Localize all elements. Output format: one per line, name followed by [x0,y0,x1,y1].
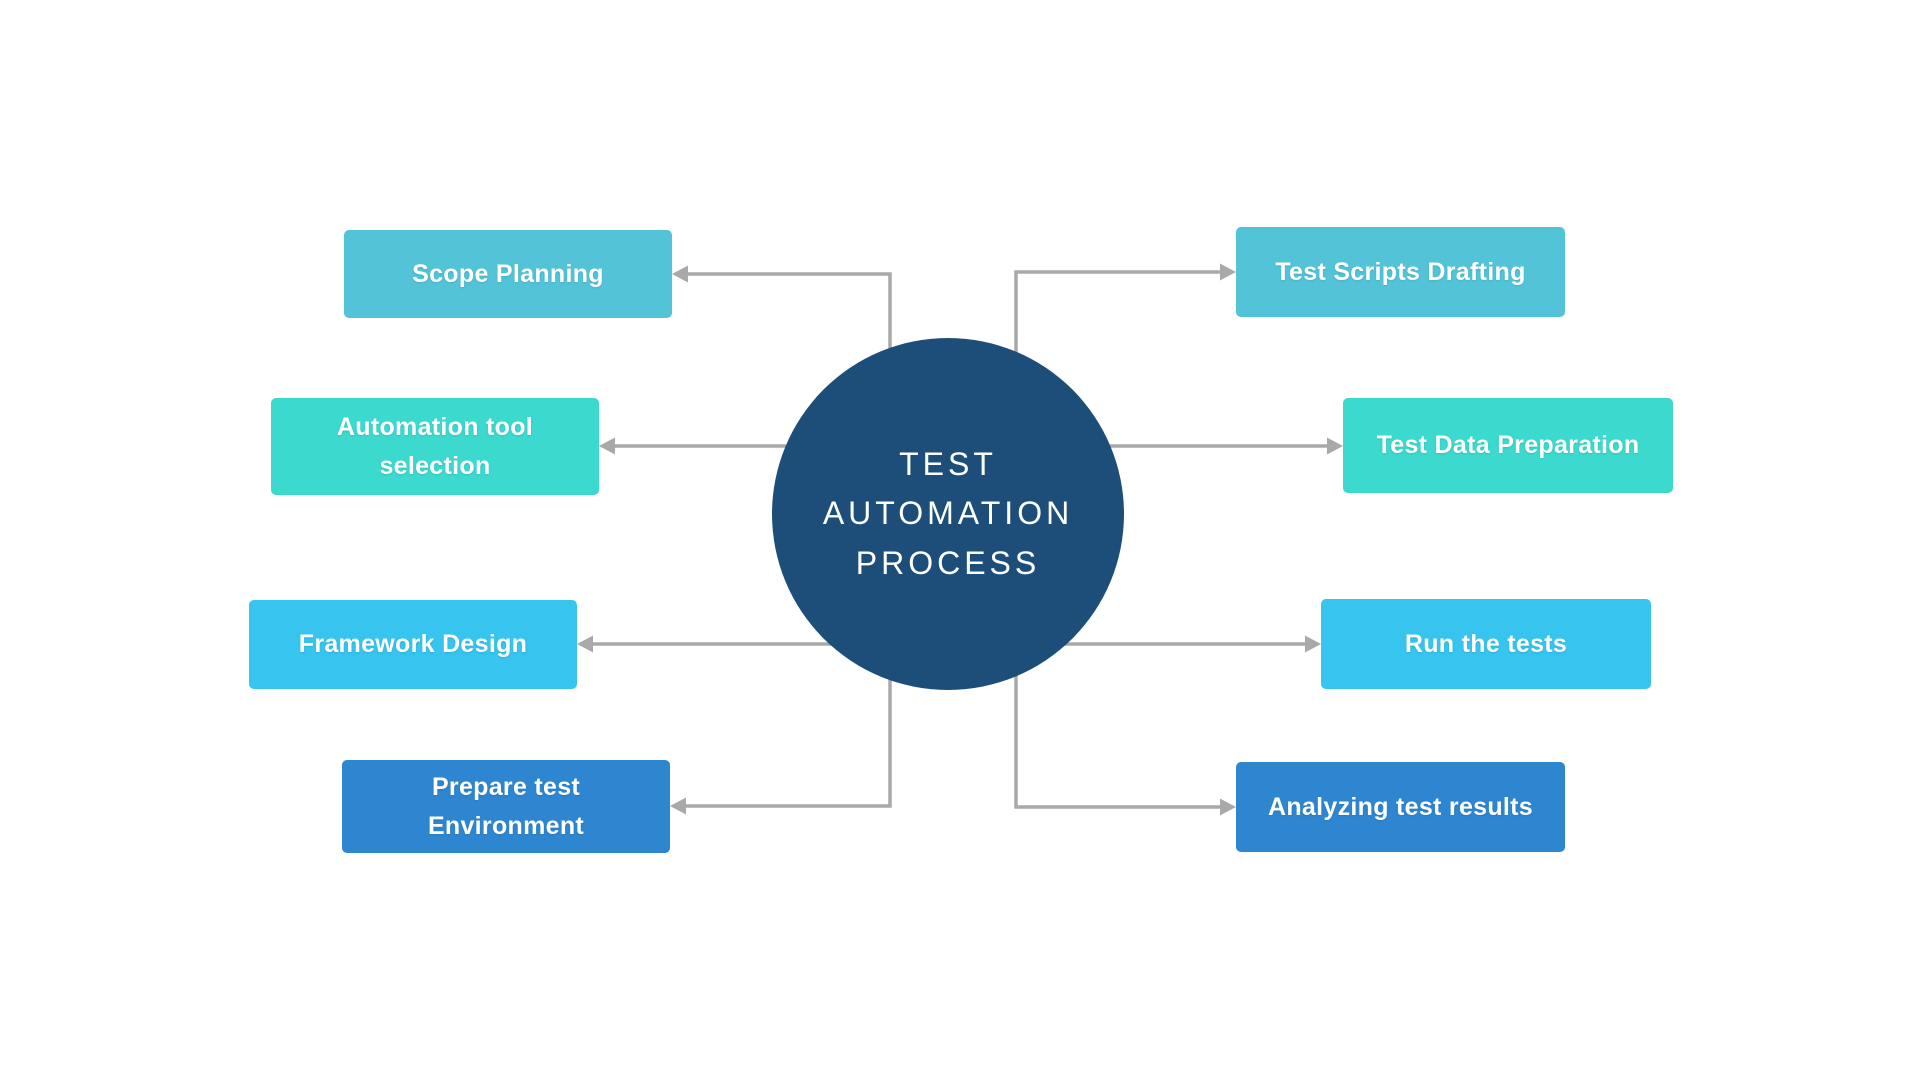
node-test-data-preparation: Test Data Preparation [1343,398,1673,493]
node-scope-planning: Scope Planning [344,230,672,318]
node-run-the-tests: Run the tests [1321,599,1651,689]
arrow-left-icon [599,437,615,455]
node-label: Framework Design [298,630,528,659]
arrow-left-icon [670,797,686,815]
node-label: Prepare test Environment [427,772,585,840]
node-label: Run the tests [1404,629,1568,658]
arrow-right-icon [1220,263,1236,281]
node-analyzing-test-results: Analyzing test results [1236,762,1565,852]
arrow-right-icon [1327,437,1343,455]
arrow-left-icon [577,635,593,653]
node-prepare-test-environment: Prepare test Environment [342,760,670,853]
node-center-test-automation-process: TEST AUTOMATION PROCESS [772,338,1124,690]
node-label: Test Data Preparation [1376,431,1640,460]
node-test-scripts-drafting: Test Scripts Drafting [1236,227,1565,317]
arrow-right-icon [1305,635,1321,653]
node-automation-tool-selection: Automation tool selection [271,398,599,495]
center-title: TEST AUTOMATION PROCESS [822,445,1074,581]
arrow-left-icon [672,265,688,283]
node-framework-design: Framework Design [249,600,577,689]
arrow-right-icon [1220,798,1236,816]
node-label: Scope Planning [412,259,604,288]
node-label: Analyzing test results [1268,792,1533,821]
node-label: Test Scripts Drafting [1275,257,1526,286]
node-label: Automation tool selection [336,412,534,480]
